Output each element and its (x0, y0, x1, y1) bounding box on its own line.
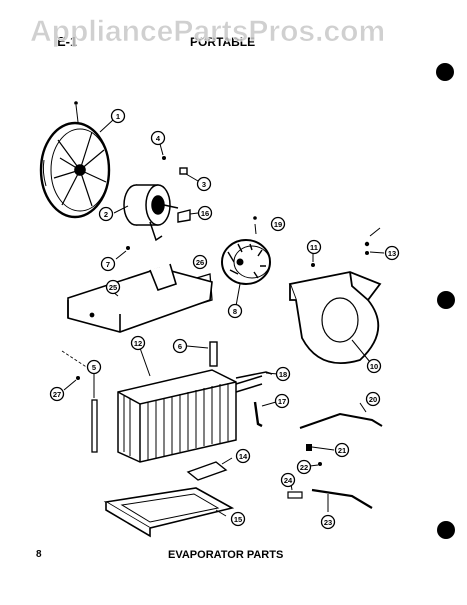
page-caption: EVAPORATOR PARTS (168, 549, 283, 561)
callout-8: 8 (227, 303, 243, 319)
svg-text:17: 17 (278, 397, 286, 406)
blower-housing (288, 271, 382, 364)
svg-text:4: 4 (156, 134, 161, 143)
svg-text:26: 26 (196, 258, 204, 267)
callout-2: 2 (98, 206, 114, 222)
callout-5: 5 (86, 359, 102, 375)
drain-pan (103, 487, 235, 538)
callout-25: 25 (105, 279, 121, 295)
svg-text:22: 22 (300, 463, 308, 472)
callout-27: 27 (49, 386, 65, 402)
svg-text:14: 14 (239, 452, 248, 461)
callout-10: 10 (366, 358, 382, 374)
svg-text:6: 6 (178, 342, 182, 351)
evaporator-coil (117, 369, 263, 463)
binder-hole-middle (437, 291, 455, 309)
callout-15: 15 (230, 511, 246, 527)
svg-text:13: 13 (388, 249, 396, 258)
svg-text:10: 10 (370, 362, 378, 371)
callout-22: 22 (296, 459, 312, 475)
binder-hole-bottom (437, 521, 455, 539)
svg-text:18: 18 (279, 370, 287, 379)
section-code: E-1 (57, 34, 77, 49)
callout-20: 20 (365, 391, 381, 407)
page-title: PORTABLE (190, 35, 255, 49)
svg-text:7: 7 (106, 260, 110, 269)
svg-text:20: 20 (369, 395, 377, 404)
callout-21: 21 (334, 442, 350, 458)
callout-4: 4 (150, 130, 166, 146)
svg-text:25: 25 (109, 283, 117, 292)
svg-text:15: 15 (234, 515, 242, 524)
callout-23: 23 (320, 514, 336, 530)
callout-11: 11 (306, 239, 322, 255)
blower-wheel-cage (221, 239, 271, 285)
callout-18: 18 (275, 366, 291, 382)
callout-6: 6 (172, 338, 188, 354)
svg-text:5: 5 (92, 363, 96, 372)
svg-text:8: 8 (233, 307, 237, 316)
svg-text:19: 19 (274, 220, 282, 229)
binder-hole-top (436, 63, 454, 81)
callout-26: 26 (192, 254, 208, 270)
callout-24: 24 (280, 472, 296, 488)
callout-19: 19 (270, 216, 286, 232)
callout-17: 17 (274, 393, 290, 409)
callout-12: 12 (130, 335, 146, 351)
callout-1: 1 (110, 108, 126, 124)
callout-14: 14 (235, 448, 251, 464)
svg-text:1: 1 (116, 112, 120, 121)
callout-16: 16 (197, 205, 213, 221)
callout-7: 7 (100, 256, 116, 272)
svg-text:16: 16 (201, 209, 209, 218)
svg-text:12: 12 (134, 339, 142, 348)
svg-text:24: 24 (284, 476, 293, 485)
watermark: AppliancePartsPros.com (30, 15, 385, 48)
page-number: 8 (36, 549, 42, 560)
callout-13: 13 (384, 245, 400, 261)
base-panel (67, 263, 213, 333)
svg-text:3: 3 (202, 180, 206, 189)
svg-text:11: 11 (310, 243, 318, 252)
blower-wheel-front (39, 121, 111, 219)
svg-text:2: 2 (104, 210, 108, 219)
callout-3: 3 (196, 176, 212, 192)
fan-motor (123, 184, 179, 242)
svg-text:23: 23 (324, 518, 332, 527)
svg-text:21: 21 (338, 446, 346, 455)
svg-text:27: 27 (53, 390, 61, 399)
